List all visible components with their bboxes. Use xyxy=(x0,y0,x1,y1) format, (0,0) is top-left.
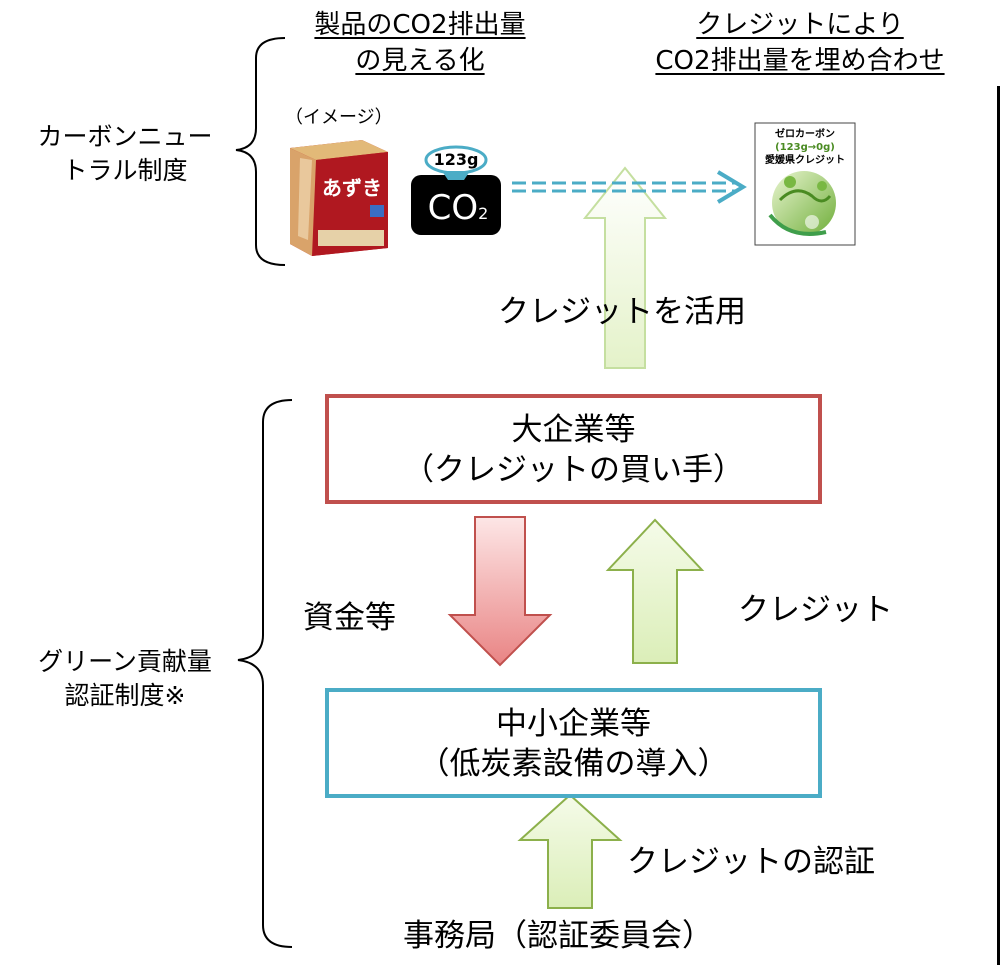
sme-line2: （低炭素設備の導入） xyxy=(418,746,729,782)
header-left-line1: 製品のCO2排出量 xyxy=(314,10,526,40)
credit-card-text: ゼロカーボン (123g→0g) 愛媛県クレジット xyxy=(757,128,853,167)
funds-arrow xyxy=(447,516,553,667)
funds-label: 資金等 xyxy=(303,600,396,636)
co2-badge-subscript: 2 xyxy=(478,204,489,223)
credit-use-label: クレジットを活用 xyxy=(498,294,746,330)
credit-card-line3: 愛媛県クレジット xyxy=(765,155,845,166)
ice-cream-box-image xyxy=(290,140,388,256)
green-contribution-brace xyxy=(237,399,293,948)
co2-badge-value: 123g xyxy=(433,150,479,169)
co2-badge-text: CO2 xyxy=(420,188,496,234)
credit-card-image xyxy=(754,122,856,246)
credit-arrow xyxy=(605,518,705,664)
header-left-line2: の見える化 xyxy=(355,46,485,76)
sme-line1: 中小企業等 xyxy=(496,706,651,742)
large-company-line2: （クレジットの買い手） xyxy=(403,452,744,488)
green-contribution-label: グリーン貢献量 認証制度※ xyxy=(15,645,235,713)
sme-box: 中小企業等 （低炭素設備の導入） xyxy=(325,688,822,798)
large-company-box: 大企業等 （クレジットの買い手） xyxy=(325,394,822,504)
carbon-neutral-brace xyxy=(235,37,286,266)
co2-badge-co: CO xyxy=(427,188,479,228)
product-text: あずき xyxy=(322,176,382,200)
header-right-line2: CO2排出量を埋め合わせ xyxy=(655,46,945,76)
secretariat-label: 事務局（認証委員会） xyxy=(403,918,713,954)
carbon-neutral-label-line2: トラル制度 xyxy=(62,156,188,185)
credit-card-line2: (123g→0g) xyxy=(775,142,835,153)
image-caption: （イメージ） xyxy=(285,107,393,128)
dashed-arrow xyxy=(512,170,747,204)
carbon-neutral-label-line1: カーボンニュー xyxy=(37,122,213,151)
header-right-line1: クレジットにより xyxy=(696,10,904,40)
credit-label: クレジット xyxy=(738,592,893,628)
credit-card-line1: ゼロカーボン xyxy=(775,129,835,140)
right-edge-line xyxy=(997,86,1000,965)
green-contribution-label-line2: 認証制度※ xyxy=(64,681,186,710)
large-company-line1: 大企業等 xyxy=(511,412,636,448)
certification-label: クレジットの認証 xyxy=(627,844,875,880)
co2-badge-image xyxy=(411,145,501,235)
credit-use-arrow xyxy=(582,166,668,369)
certification-arrow xyxy=(517,793,623,909)
carbon-neutral-label: カーボンニュー トラル制度 xyxy=(15,120,235,188)
green-contribution-label-line1: グリーン貢献量 xyxy=(38,647,212,676)
